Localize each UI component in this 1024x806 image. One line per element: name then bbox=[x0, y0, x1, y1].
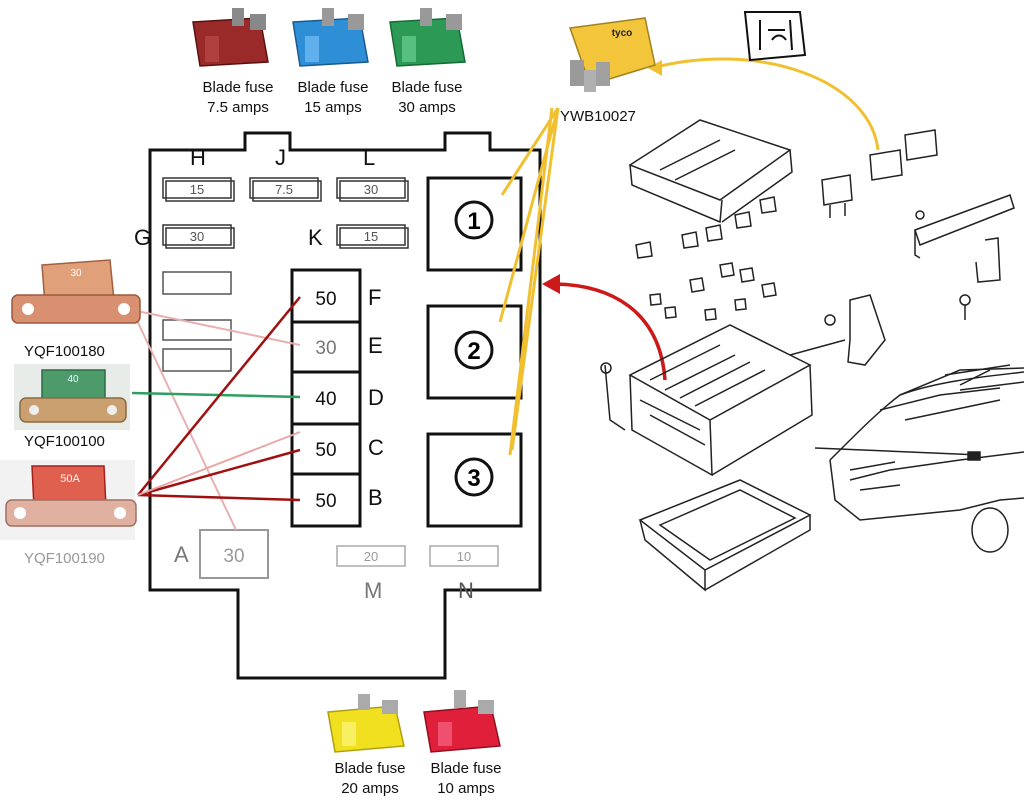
blade-fuse-20-image bbox=[327, 694, 405, 753]
fuse-caption-rating: 15 amps bbox=[304, 99, 362, 116]
slot-c-value: 50 bbox=[315, 440, 336, 461]
fuse-caption-rating: 20 amps bbox=[341, 780, 399, 797]
fuse-caption-label: Blade fuse bbox=[391, 79, 463, 96]
fuse-caption-rating: 7.5 amps bbox=[207, 99, 269, 116]
fuse-caption-rating: 30 amps bbox=[398, 99, 456, 116]
slot-g-value: 30 bbox=[190, 229, 204, 244]
fuse-box-outline bbox=[148, 131, 542, 680]
blade-fuse-10-image bbox=[423, 690, 501, 753]
relay-part-number: YWB10027 bbox=[560, 108, 636, 125]
relay-1-label: 1 bbox=[467, 208, 480, 235]
maxi-fuse-value-50a: 50A bbox=[60, 473, 80, 485]
slot-a bbox=[199, 529, 269, 579]
letter-m: M bbox=[364, 578, 382, 603]
slot-n-value: 10 bbox=[457, 549, 471, 564]
letter-a: A bbox=[174, 542, 189, 567]
maxi-fuse-part-yqf100100: YQF100100 bbox=[24, 433, 105, 450]
blade-fuse-15-image bbox=[292, 8, 369, 67]
relay-ywb10027-image: tyco bbox=[568, 17, 656, 92]
location-arrow bbox=[542, 274, 667, 381]
maxi-fuse-connector-lines bbox=[131, 296, 301, 531]
fuse-caption-20: Blade fuse 20 amps bbox=[320, 759, 420, 799]
relay-connector-lines bbox=[498, 57, 880, 456]
slot-h-value: 15 bbox=[190, 182, 204, 197]
letter-j: J bbox=[275, 145, 286, 170]
empty-slots bbox=[162, 271, 232, 372]
slot-e-value: 30 bbox=[315, 338, 336, 359]
slot-a-value: 30 bbox=[223, 546, 244, 567]
maxi-fuse-yqf100180-image: 30 bbox=[11, 259, 141, 324]
blade-fuse-line-icon bbox=[743, 11, 807, 62]
letter-k: K bbox=[308, 225, 323, 250]
letter-g: G bbox=[134, 225, 151, 250]
letter-h: H bbox=[190, 145, 206, 170]
relay-brand: tyco bbox=[612, 28, 633, 39]
maxi-fuse-value-30: 30 bbox=[70, 268, 82, 279]
exploded-fuse-box-drawing bbox=[600, 119, 1024, 592]
blade-fuse-7-5-image bbox=[192, 8, 269, 67]
maxi-fuse-part-yqf100180: YQF100180 bbox=[24, 343, 105, 360]
slot-m bbox=[336, 545, 406, 567]
letter-d: D bbox=[368, 385, 384, 410]
slot-j bbox=[249, 177, 319, 199]
maxi-fuse-slots: 50 30 40 50 50 30 bbox=[199, 268, 362, 579]
slot-d-value: 40 bbox=[315, 389, 336, 410]
slot-m-value: 20 bbox=[364, 549, 378, 564]
fuse-caption-label: Blade fuse bbox=[297, 79, 369, 96]
slot-d bbox=[290, 370, 362, 426]
fuse-caption-15: Blade fuse 15 amps bbox=[283, 78, 383, 118]
slot-k bbox=[336, 224, 406, 246]
relay-sockets: 1 2 3 bbox=[426, 176, 523, 528]
relay-3-label: 3 bbox=[467, 465, 480, 492]
slot-c bbox=[290, 422, 362, 476]
fuse-caption-label: Blade fuse bbox=[334, 760, 406, 777]
slot-f-value: 50 bbox=[315, 289, 336, 310]
slot-j-value: 7.5 bbox=[275, 182, 293, 197]
fuse-caption-7-5: Blade fuse 7.5 amps bbox=[188, 78, 288, 118]
relay-2-label: 2 bbox=[467, 338, 480, 365]
fuse-caption-label: Blade fuse bbox=[202, 79, 274, 96]
letter-c: C bbox=[368, 435, 384, 460]
maxi-fuse-value-40: 40 bbox=[67, 374, 79, 385]
fuse-caption-10: Blade fuse 10 amps bbox=[416, 759, 516, 799]
fuse-caption-label: Blade fuse bbox=[430, 760, 502, 777]
blade-fuse-slots: 15 7.5 30 30 15 20 10 bbox=[162, 177, 499, 567]
slot-l-value: 30 bbox=[364, 182, 378, 197]
slot-h bbox=[162, 177, 232, 199]
letter-e: E bbox=[368, 333, 383, 358]
maxi-fuse-yqf100100-image: 40 bbox=[14, 364, 130, 430]
slot-l bbox=[336, 177, 406, 199]
slot-n bbox=[429, 545, 499, 567]
blade-fuse-30-image bbox=[389, 8, 466, 67]
maxi-fuse-part-yqf100190: YQF100190 bbox=[24, 550, 105, 567]
fuse-letters: H J L G K F E D C B A M N bbox=[134, 145, 474, 603]
maxi-fuse-yqf100190-image: 50A bbox=[0, 460, 137, 540]
slot-f bbox=[290, 268, 362, 327]
letter-f: F bbox=[368, 285, 381, 310]
fuse-caption-rating: 10 amps bbox=[437, 780, 495, 797]
slot-k-value: 15 bbox=[364, 229, 378, 244]
letter-l: L bbox=[363, 145, 375, 170]
letter-n: N bbox=[458, 578, 474, 603]
slot-g bbox=[162, 224, 232, 246]
slot-b-value: 50 bbox=[315, 491, 336, 512]
fuse-caption-30: Blade fuse 30 amps bbox=[377, 78, 477, 118]
letter-b: B bbox=[368, 485, 383, 510]
